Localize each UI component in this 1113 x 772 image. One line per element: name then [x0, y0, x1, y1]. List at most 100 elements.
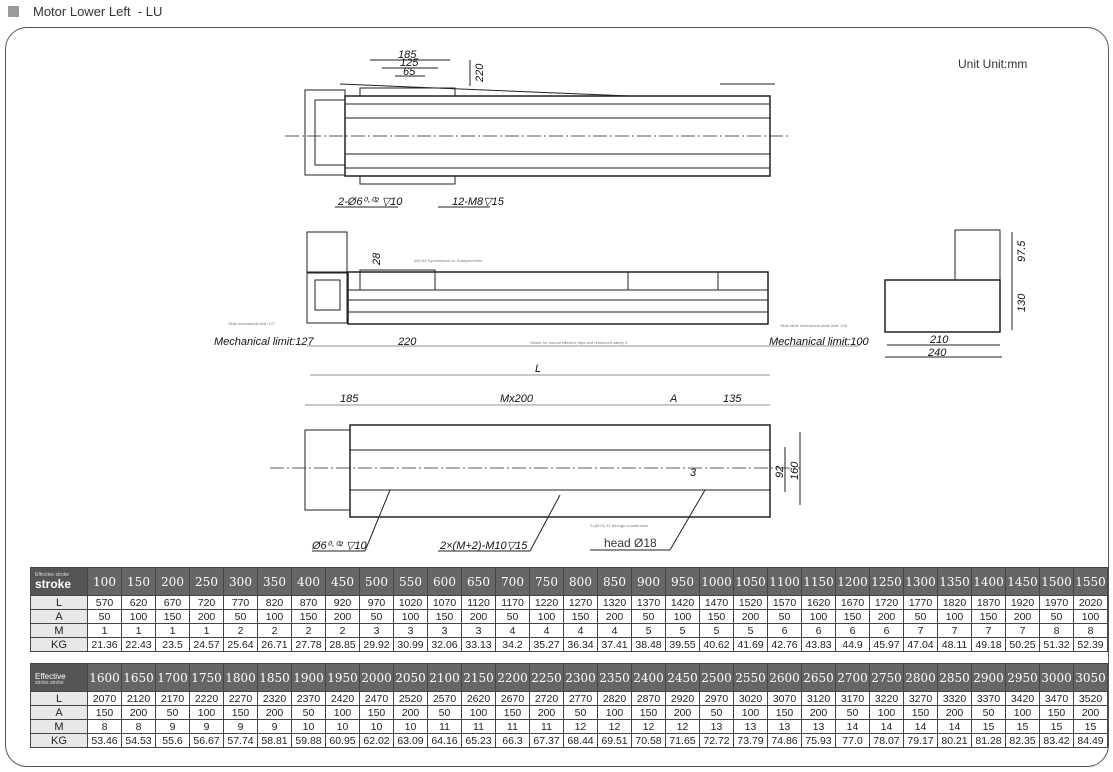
table-cell: 1920	[1005, 595, 1040, 610]
mech-limit-right: Mechanical limit:100	[769, 336, 870, 348]
table-cell: 200	[461, 609, 496, 624]
stroke-cell: 650	[461, 567, 496, 596]
row-label: L	[30, 595, 88, 610]
table-cell: 26.71	[257, 637, 292, 652]
table-cell: 49.18	[971, 637, 1006, 652]
table-cell: 15	[1073, 719, 1108, 734]
table-cell: 620	[121, 595, 156, 610]
stroke-cell: 250	[189, 567, 224, 596]
table-cell: 5	[665, 623, 700, 638]
dim-97-5: 97.5	[1016, 240, 1028, 262]
end-view: 97.5 130 210 240	[884, 229, 1028, 359]
table-cell: 12	[563, 719, 598, 734]
table-cell: 4	[495, 623, 530, 638]
table-cell: 3170	[835, 691, 870, 706]
row-label: KG	[30, 733, 88, 748]
stroke-cell: 800	[563, 567, 598, 596]
stroke-cell: 150	[121, 567, 156, 596]
table-cell: 100	[801, 609, 836, 624]
table-cell: 7	[903, 623, 938, 638]
table-cell: 870	[291, 595, 326, 610]
table-cell: 36.34	[563, 637, 598, 652]
stroke-cell: 1900	[291, 663, 326, 692]
table-cell: 45.97	[869, 637, 904, 652]
table-cell: 200	[597, 609, 632, 624]
table-cell: 670	[155, 595, 190, 610]
table-cell: 10	[359, 719, 394, 734]
table-cell: 83.42	[1039, 733, 1074, 748]
table-cell: 4	[597, 623, 632, 638]
table-cell: 3120	[801, 691, 836, 706]
table-cell: 50	[223, 609, 258, 624]
table-cell: 150	[223, 705, 258, 720]
table-cell: 51.32	[1039, 637, 1074, 652]
table-cell: 56.67	[189, 733, 224, 748]
table-cell: 50	[835, 705, 870, 720]
table-cell: 14	[903, 719, 938, 734]
table-cell: 1520	[733, 595, 768, 610]
table-cell: 2120	[121, 691, 156, 706]
table-cell: 22.43	[121, 637, 156, 652]
stroke-cell: 2450	[665, 663, 700, 692]
table-cell: 2970	[699, 691, 734, 706]
row-label: A	[30, 609, 88, 624]
stroke-cell: 100	[87, 567, 122, 596]
table-cell: 3420	[1005, 691, 1040, 706]
motor-top	[306, 231, 348, 273]
table-cell: 100	[937, 609, 972, 624]
stroke-cell: 2200	[495, 663, 530, 692]
stroke-cell: 2500	[699, 663, 734, 692]
table-cell: 10	[291, 719, 326, 734]
stroke-cell: 1500	[1039, 567, 1074, 596]
table-cell: 54.53	[121, 733, 156, 748]
table-cell: 4	[563, 623, 598, 638]
plate-limit-small: Slide table mechanical plate limit: 100	[780, 323, 848, 328]
table-cell: 1420	[665, 595, 700, 610]
table-cell: 13	[767, 719, 802, 734]
table-cell: 81.28	[971, 733, 1006, 748]
drawing-frame	[5, 27, 1109, 767]
stroke-cell: 950	[665, 567, 700, 596]
slide-table-side	[359, 269, 436, 291]
table-cell: 34.2	[495, 637, 530, 652]
dim-A: A	[669, 393, 677, 405]
stroke-note: Stroke for normal effective trips and re…	[530, 340, 628, 345]
table-cell: 1570	[767, 595, 802, 610]
stroke-cell: 2600	[767, 663, 802, 692]
table-cell: 82.35	[1005, 733, 1040, 748]
table-cell: 1	[155, 623, 190, 638]
table-cell: 50	[495, 609, 530, 624]
table-cell: 200	[733, 609, 768, 624]
table-cell: 2	[325, 623, 360, 638]
table-cell: 15	[971, 719, 1006, 734]
stroke-cell: 700	[495, 567, 530, 596]
table-cell: 3320	[937, 691, 972, 706]
table-cell: 65.23	[461, 733, 496, 748]
table-cell: 1720	[869, 595, 904, 610]
stroke-cell: 2750	[869, 663, 904, 692]
table-cell: 100	[1005, 705, 1040, 720]
table-cell: 80.21	[937, 733, 972, 748]
table-cell: 150	[87, 705, 122, 720]
table-cell: 3070	[767, 691, 802, 706]
table-cell: 2720	[529, 691, 564, 706]
table-cell: 150	[971, 609, 1006, 624]
table-cell: 48.11	[937, 637, 972, 652]
table-cell: 2420	[325, 691, 360, 706]
table-cell: 50	[563, 705, 598, 720]
table-cell: 50	[1039, 609, 1074, 624]
table-cell: 200	[393, 705, 428, 720]
dim-L: L	[535, 363, 541, 375]
table-cell: 1370	[631, 595, 666, 610]
mech-limit-left: Mechanical limit:127	[214, 336, 315, 348]
stroke-cell: 2150	[461, 663, 496, 692]
table-cell: 15	[1005, 719, 1040, 734]
table-cell: 14	[835, 719, 870, 734]
table-cell: 1320	[597, 595, 632, 610]
table-cell: 150	[1039, 705, 1074, 720]
dim-160: 160	[789, 461, 801, 480]
